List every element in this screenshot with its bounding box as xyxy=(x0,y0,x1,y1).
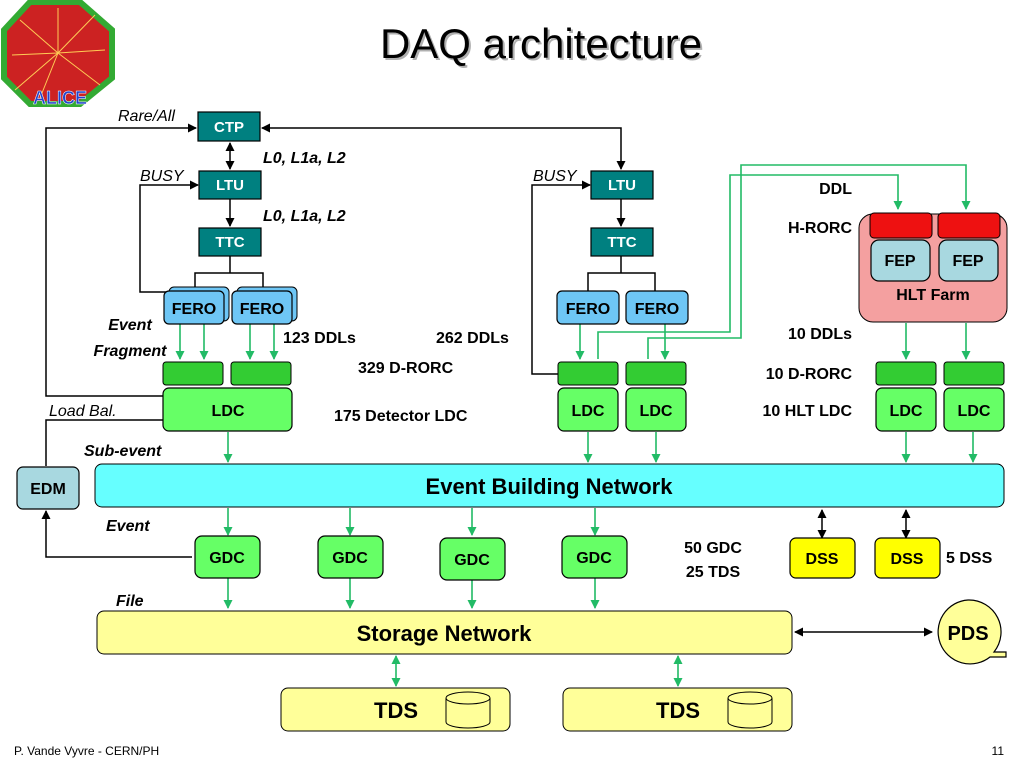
ctp-label: CTP xyxy=(214,119,244,136)
gdc-4: GDC xyxy=(561,535,628,579)
fep-label: FEP xyxy=(952,253,983,270)
ldc-detector-left: LDC xyxy=(162,387,293,432)
ctp-box: CTP xyxy=(197,111,261,142)
black-connectors xyxy=(41,123,933,637)
storage-network: Storage Network xyxy=(96,610,793,655)
gdc-label: GDC xyxy=(332,550,368,567)
dss-2: DSS xyxy=(874,537,941,579)
edm-label: EDM xyxy=(30,481,66,498)
busy-label-right: BUSY xyxy=(533,168,578,185)
gdc-label: GDC xyxy=(209,550,245,567)
ltu-right-label: LTU xyxy=(608,177,636,194)
tds-2: TDS xyxy=(562,687,793,732)
footer-right: 11 xyxy=(992,744,1005,758)
disk-icon xyxy=(727,691,773,729)
hrorc-label: H-RORC xyxy=(788,220,852,237)
ldc-detector-right-2: LDC xyxy=(625,387,687,432)
logo-text: ALICE xyxy=(33,88,87,108)
title-shadow: DAQ architecture xyxy=(382,22,704,69)
storage-network-label: Storage Network xyxy=(357,621,533,646)
footer-left: P. Vande Vyvre - CERN/PH xyxy=(14,744,159,758)
ttc-box-left: TTC xyxy=(198,227,262,257)
sub-event-label: Sub-event xyxy=(84,443,162,460)
event-fragment-label-1: Event xyxy=(108,317,152,334)
ldc-hlt-2: LDC xyxy=(943,387,1005,432)
tds-1: TDS xyxy=(280,687,511,732)
fero-label: FERO xyxy=(566,301,610,318)
event-building-network: Event Building Network xyxy=(94,463,1005,508)
ddls-left-label: 123 DDLs xyxy=(283,330,356,347)
detector-ldc-count-label: 175 Detector LDC xyxy=(334,408,468,425)
pds: PDS xyxy=(937,599,1007,665)
event-building-label: Event Building Network xyxy=(426,474,674,499)
green-connectors xyxy=(175,164,978,687)
fero-right-1: FERO xyxy=(556,290,620,325)
event-label: Event xyxy=(106,518,150,535)
ltu-box-right: LTU xyxy=(590,170,654,200)
signals-label-1: L0, L1a, L2 xyxy=(263,150,346,167)
ldc-hlt-1: LDC xyxy=(875,387,937,432)
load-bal-label: Load Bal. xyxy=(49,403,117,420)
rare-all-label: Rare/All xyxy=(118,108,175,125)
busy-label-left: BUSY xyxy=(140,168,185,185)
ddls-right-label: 262 DDLs xyxy=(436,330,509,347)
gdc-1: GDC xyxy=(194,535,261,579)
hlt-drorc-label: 10 D-RORC xyxy=(766,366,853,383)
dss-1: DSS xyxy=(789,537,856,579)
ltu-left-label: LTU xyxy=(216,177,244,194)
ttc-right-label: TTC xyxy=(607,234,636,251)
fep-1: FEP xyxy=(870,239,931,282)
signals-label-2: L0, L1a, L2 xyxy=(263,208,346,225)
file-label: File xyxy=(116,593,144,610)
tds-count-label: 25 TDS xyxy=(686,564,741,581)
tds-label: TDS xyxy=(656,698,700,723)
gdc-3: GDC xyxy=(439,537,506,581)
gdc-2: GDC xyxy=(317,535,384,579)
pds-label: PDS xyxy=(947,623,988,645)
disk-icon xyxy=(445,691,491,729)
ttc-box-right: TTC xyxy=(590,227,654,257)
dss-label: DSS xyxy=(806,551,839,568)
edm-box: EDM xyxy=(16,466,80,510)
gdc-label: GDC xyxy=(576,550,612,567)
ldc-label: LDC xyxy=(958,403,991,420)
ldc-label: LDC xyxy=(212,403,245,420)
ddl-label: DDL xyxy=(819,181,852,198)
fero-right-2: FERO xyxy=(625,290,689,325)
ldc-label: LDC xyxy=(640,403,673,420)
page-title: DAQ architecture xyxy=(380,20,702,67)
fero-label: FERO xyxy=(635,301,679,318)
alice-logo: ALICE xyxy=(0,0,115,108)
fero-label: FERO xyxy=(240,301,284,318)
fero-label: FERO xyxy=(172,301,216,318)
gdc-label: GDC xyxy=(454,552,490,569)
ldc-label: LDC xyxy=(572,403,605,420)
fero-left-2: FERO xyxy=(231,286,298,325)
fep-label: FEP xyxy=(884,253,915,270)
fep-2: FEP xyxy=(938,239,999,282)
drorc-cards xyxy=(162,361,1005,386)
dss-count-label: 5 DSS xyxy=(946,550,993,567)
drorc-count-label: 329 D-RORC xyxy=(358,360,454,377)
ltu-box-left: LTU xyxy=(198,170,262,200)
ldc-label: LDC xyxy=(890,403,923,420)
tds-label: TDS xyxy=(374,698,418,723)
dss-label: DSS xyxy=(891,551,924,568)
hlt-farm-label: HLT Farm xyxy=(896,287,969,304)
ldc-detector-right-1: LDC xyxy=(557,387,619,432)
event-fragment-label-2: Fragment xyxy=(94,343,168,360)
gdc-count-label: 50 GDC xyxy=(684,540,742,557)
fero-left-1: FERO xyxy=(163,286,230,325)
hlt-ldc-label: 10 HLT LDC xyxy=(763,403,853,420)
ttc-left-label: TTC xyxy=(215,234,244,251)
hlt-ddls-label: 10 DDLs xyxy=(788,326,852,343)
